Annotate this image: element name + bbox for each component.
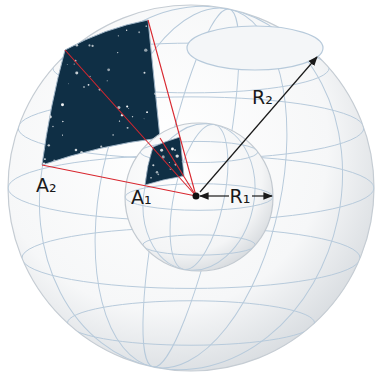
star [43, 149, 44, 150]
radius-r1-arrow [252, 195, 272, 196]
star [44, 20, 45, 21]
latitude-line [67, 301, 314, 345]
star [138, 31, 140, 33]
star [154, 93, 156, 95]
star [145, 157, 146, 158]
star [82, 165, 83, 166]
star [87, 22, 90, 25]
star [83, 26, 85, 28]
star [127, 127, 129, 129]
center-point [193, 193, 200, 200]
meridian-line [6, 0, 376, 375]
star [159, 123, 161, 125]
star [128, 108, 129, 109]
star [150, 177, 152, 179]
star [48, 68, 51, 71]
star [132, 116, 133, 117]
star [49, 115, 52, 118]
cap-opening [187, 26, 323, 70]
star [106, 80, 108, 82]
area-label: A₁ [131, 188, 152, 207]
star [152, 164, 154, 166]
star [182, 161, 183, 162]
star [175, 154, 178, 157]
latitude-line [125, 184, 273, 211]
star [119, 120, 120, 121]
star [107, 68, 110, 71]
star [100, 145, 102, 147]
star [146, 111, 148, 113]
star [61, 103, 64, 106]
star [162, 100, 164, 102]
star [169, 162, 170, 163]
star [43, 34, 45, 36]
radius-r1-arrow [200, 195, 229, 196]
star [80, 151, 83, 154]
sky-patch-a2 [42, 20, 160, 165]
star [68, 83, 70, 85]
star [74, 64, 75, 65]
star [126, 105, 128, 107]
star [181, 175, 182, 176]
star [126, 30, 127, 31]
outer-sphere [8, 5, 374, 371]
star [163, 68, 164, 69]
star [62, 135, 63, 136]
area-label: A₂ [36, 176, 57, 195]
star [44, 31, 46, 33]
star [53, 159, 55, 161]
star [171, 148, 174, 151]
star [88, 84, 90, 86]
latitude-line [143, 235, 256, 255]
star [72, 33, 75, 36]
star [156, 171, 159, 174]
outer-grid [6, 0, 376, 375]
radius-label: R₁ [230, 187, 251, 206]
star [61, 54, 64, 57]
projection-ray [65, 50, 196, 196]
star [91, 45, 93, 47]
star [62, 121, 63, 122]
star [75, 149, 78, 152]
star [43, 163, 45, 165]
radius-r2-arrow [200, 57, 317, 192]
star [174, 149, 176, 151]
star [66, 63, 68, 65]
star [179, 184, 180, 185]
star [40, 121, 42, 123]
star [145, 25, 147, 27]
star [118, 35, 119, 36]
star [72, 162, 75, 165]
inner-sphere [125, 123, 273, 271]
meridian-line [130, 113, 268, 281]
star [157, 173, 159, 175]
star [127, 148, 129, 150]
radius-label: R₂ [252, 88, 273, 107]
star [76, 44, 79, 47]
star [88, 44, 90, 46]
star [112, 134, 114, 136]
stars-a2 [40, 20, 163, 166]
star [144, 49, 147, 52]
projection-ray [160, 138, 196, 196]
star [144, 72, 146, 74]
star [52, 126, 54, 128]
star [131, 147, 133, 149]
star [88, 22, 91, 25]
star [160, 149, 163, 152]
star [44, 158, 46, 160]
star [48, 144, 50, 146]
star [107, 155, 108, 156]
star [117, 52, 118, 53]
star [91, 158, 93, 160]
star [83, 86, 85, 88]
inner-grid [125, 113, 273, 281]
star [44, 42, 45, 43]
star [75, 72, 78, 75]
star [143, 118, 145, 120]
